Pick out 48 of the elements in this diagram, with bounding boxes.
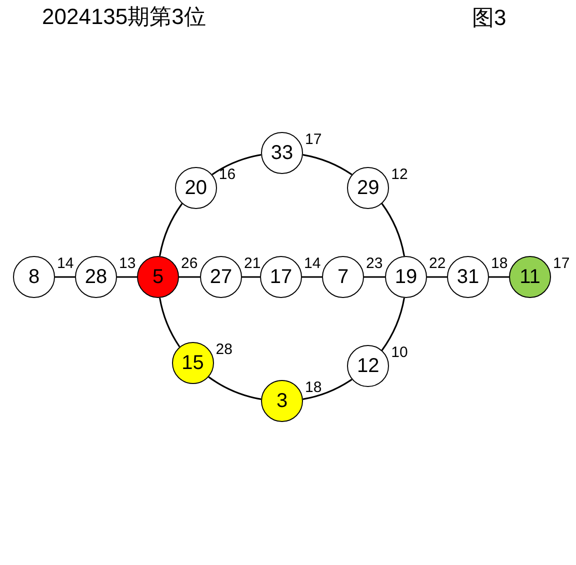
connector-line (302, 276, 322, 278)
number-circle: 12 (347, 345, 390, 388)
side-number: 18 (305, 380, 322, 395)
connector-line (212, 154, 262, 176)
number-circle: 33 (261, 132, 303, 174)
number-circle: 17 (260, 256, 302, 298)
side-number: 12 (391, 166, 408, 182)
number-circle: 20 (174, 166, 217, 209)
number-circle: 3 (261, 380, 303, 422)
number-circle: 8 (13, 256, 55, 298)
number-circle: 15 (172, 342, 214, 384)
number-circle: 31 (447, 256, 489, 298)
connector-line (364, 276, 385, 278)
connector-line (381, 298, 405, 351)
connector-line (489, 276, 509, 278)
connector-line (242, 276, 260, 278)
connector-line (381, 203, 405, 256)
connector-line (117, 276, 137, 278)
side-number: 16 (218, 166, 236, 182)
number-circle: 29 (347, 166, 390, 209)
connector-line (159, 203, 183, 256)
number-circle: 27 (200, 256, 242, 298)
number-circle: 5 (137, 256, 179, 298)
side-number: 14 (304, 256, 321, 271)
connector-line (302, 154, 352, 176)
side-number: 26 (181, 256, 198, 271)
side-number: 14 (57, 256, 74, 271)
title: 2024135期第3位 (42, 5, 206, 30)
connector-line (55, 276, 75, 278)
side-number: 17 (305, 132, 322, 147)
side-number: 17 (553, 256, 570, 271)
number-circle: 28 (75, 256, 117, 298)
connector-line (179, 276, 200, 278)
side-number: 23 (366, 256, 383, 271)
side-number: 21 (244, 256, 261, 271)
side-number: 22 (429, 256, 446, 271)
side-number: 10 (391, 345, 408, 360)
figure-number: 图3 (472, 6, 506, 30)
connector-line (159, 298, 180, 348)
side-number: 13 (119, 256, 136, 271)
number-circle: 19 (385, 256, 427, 298)
side-number: 18 (491, 256, 508, 271)
number-circle: 11 (509, 256, 551, 298)
connector-line (208, 376, 262, 400)
side-number: 28 (216, 342, 232, 358)
number-circle: 7 (322, 256, 364, 298)
connector-line (302, 378, 352, 400)
connector-line (427, 276, 447, 278)
